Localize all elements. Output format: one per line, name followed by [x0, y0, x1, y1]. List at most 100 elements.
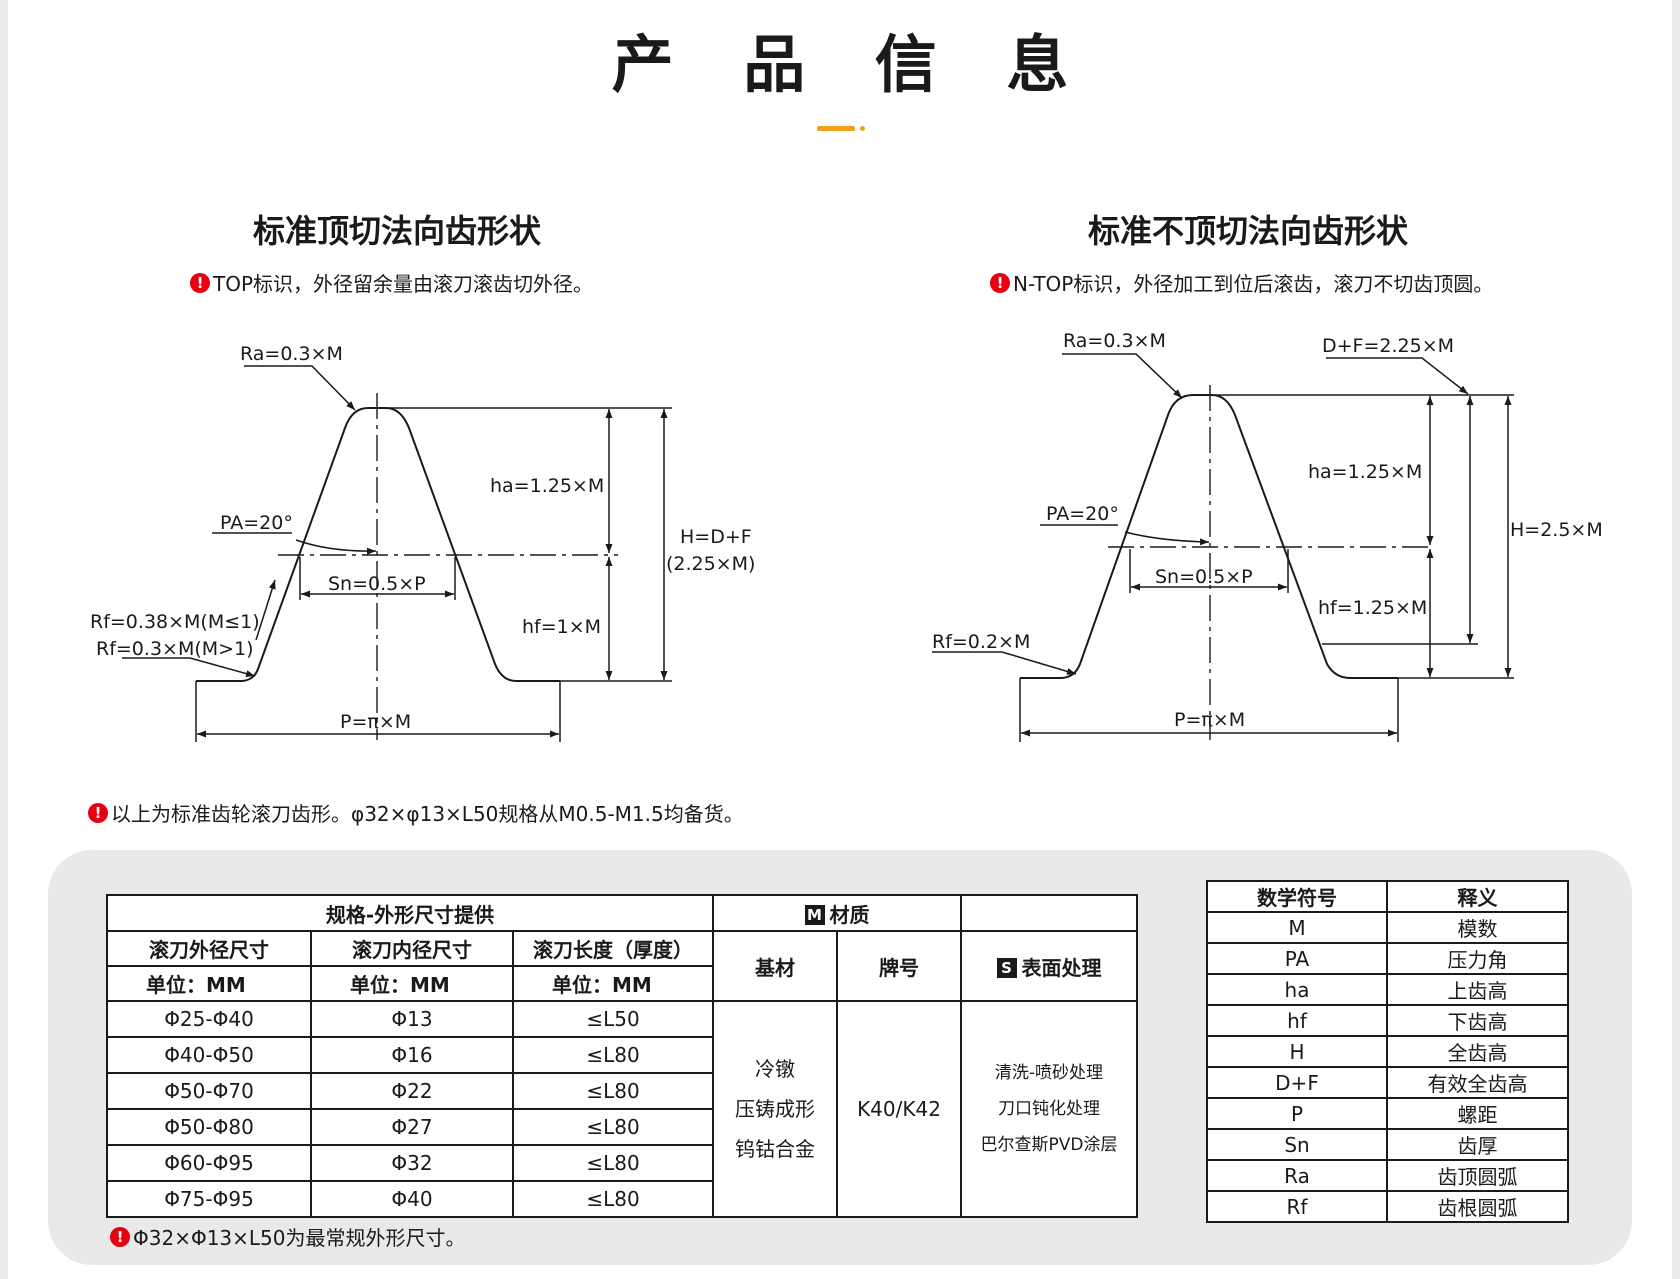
od-cell: Φ75-Φ95 — [106, 1180, 312, 1218]
left-ha-label: ha=1.25×M — [490, 475, 604, 497]
symbol-cell: PA — [1206, 942, 1388, 975]
page-title: 产 品 信 息 — [611, 28, 1093, 101]
surface-line: 刀口钝化处理 — [998, 1099, 1100, 1119]
left-p-label: P=π×M — [340, 711, 411, 733]
right-ra-label: Ra=0.3×M — [1063, 330, 1166, 352]
right-p-label: P=π×M — [1174, 709, 1245, 731]
surface-header-label: 表面处理 — [1021, 955, 1102, 980]
surface-line: 巴尔查斯PVD涂层 — [980, 1135, 1118, 1155]
od-cell: Φ25-Φ40 — [106, 1000, 312, 1038]
col-header-length: 滚刀长度（厚度） — [512, 930, 714, 967]
meaning-cell: 压力角 — [1386, 942, 1569, 975]
stock-note-text: 以上为标准齿轮滚刀齿形。φ32×φ13×L50规格从M0.5-M1.5均备货。 — [111, 802, 744, 826]
left-pa-label: PA=20° — [220, 512, 293, 534]
warning-icon: ! — [110, 1226, 130, 1247]
warning-icon: ! — [88, 802, 108, 823]
right-df-label: D+F=2.25×M — [1322, 335, 1454, 357]
material-letter-icon: M — [804, 904, 825, 925]
unit-length: 单位：MM — [512, 965, 714, 1002]
meaning-cell: 齿厚 — [1386, 1128, 1569, 1161]
left-rf1-label: Rf=0.38×M(M≤1) — [90, 611, 260, 633]
material-header-label: 材质 — [829, 902, 870, 927]
right-ha-label: ha=1.25×M — [1308, 461, 1422, 483]
spec-header-blank — [960, 894, 1138, 932]
left-diagram-note: ! TOP标识，外径留余量由滚刀滚齿切外径。 — [190, 268, 593, 297]
tooth-profile-diagrams: Ra=0.3×M PA=20° ha=1.25×M H=D+F (2.25×M)… — [90, 330, 1603, 742]
length-cell: ≤L80 — [512, 1108, 714, 1146]
meaning-cell: 有效全齿高 — [1386, 1066, 1569, 1099]
od-cell: Φ60-Φ95 — [106, 1144, 312, 1182]
left-ra-label: Ra=0.3×M — [240, 343, 343, 365]
meaning-cell: 模数 — [1386, 911, 1569, 944]
right-note-text: N-TOP标识，外径加工到位后滚齿，滚刀不切齿顶圆。 — [1013, 272, 1494, 296]
symbol-cell: P — [1206, 1097, 1388, 1130]
right-df-leader — [1326, 357, 1469, 395]
od-cell: Φ50-Φ70 — [106, 1072, 312, 1110]
right-ra-leader — [1062, 353, 1183, 399]
left-note-text: TOP标识，外径留余量由滚刀滚齿切外径。 — [213, 272, 594, 296]
id-cell: Φ40 — [310, 1180, 514, 1218]
title-underline — [817, 126, 855, 131]
od-cell: Φ40-Φ50 — [106, 1036, 312, 1074]
spec-footnote: ! Φ32×Φ13×L50为最常规外形尺寸。 — [110, 1222, 466, 1251]
left-diagram-labels: Ra=0.3×M PA=20° ha=1.25×M H=D+F (2.25×M)… — [90, 343, 755, 733]
right-pa-label: PA=20° — [1046, 503, 1119, 525]
symbol-cell: ha — [1206, 973, 1388, 1006]
length-cell: ≤L80 — [512, 1180, 714, 1218]
col-header-od: 滚刀外径尺寸 — [106, 930, 312, 967]
left-h-label: H=D+F — [680, 526, 752, 548]
id-cell: Φ22 — [310, 1072, 514, 1110]
left-diagram-title: 标准顶切法向齿形状 — [252, 212, 541, 250]
right-sn-label: Sn=0.5×P — [1155, 566, 1253, 588]
symbol-cell: Sn — [1206, 1128, 1388, 1161]
symbol-cell: M — [1206, 911, 1388, 944]
length-cell: ≤L80 — [512, 1036, 714, 1074]
right-tooth-diagram — [932, 353, 1514, 742]
unit-od: 单位：MM — [106, 965, 312, 1002]
surface-cell: 清洗-喷砂处理 刀口钝化处理 巴尔查斯PVD涂层 — [960, 1000, 1138, 1218]
left-rf-leader — [122, 657, 256, 677]
id-cell: Φ32 — [310, 1144, 514, 1182]
warning-icon: ! — [190, 272, 210, 293]
col-header-grade: 牌号 — [836, 930, 962, 1002]
base-line: 钨钴合金 — [735, 1137, 815, 1161]
base-line: 压铸成形 — [735, 1097, 815, 1121]
meaning-cell: 全齿高 — [1386, 1035, 1569, 1068]
stock-note: ! 以上为标准齿轮滚刀齿形。φ32×φ13×L50规格从M0.5-M1.5均备货… — [88, 798, 744, 827]
page-edge-left — [0, 0, 8, 1279]
id-cell: Φ16 — [310, 1036, 514, 1074]
warning-icon: ! — [990, 272, 1010, 293]
col-header-base: 基材 — [712, 930, 838, 1002]
unit-id: 单位：MM — [310, 965, 514, 1002]
length-cell: ≤L50 — [512, 1000, 714, 1038]
page-edge-right — [1672, 0, 1680, 1279]
right-hf-label: hf=1.25×M — [1318, 597, 1427, 619]
meaning-cell: 上齿高 — [1386, 973, 1569, 1006]
left-rf2-label: Rf=0.3×M(M>1) — [96, 638, 254, 660]
title-underline-dot — [860, 126, 865, 131]
length-cell: ≤L80 — [512, 1144, 714, 1182]
meaning-cell: 螺距 — [1386, 1097, 1569, 1130]
right-rf-label: Rf=0.2×M — [932, 631, 1030, 653]
left-h2-label: (2.25×M) — [666, 553, 755, 575]
length-cell: ≤L80 — [512, 1072, 714, 1110]
id-cell: Φ27 — [310, 1108, 514, 1146]
right-diagram-title: 标准不顶切法向齿形状 — [1087, 212, 1408, 250]
od-cell: Φ50-Φ80 — [106, 1108, 312, 1146]
base-line: 冷镦 — [755, 1057, 795, 1081]
right-tooth-outline — [1020, 394, 1398, 679]
spec-group-header: 规格-外形尺寸提供 — [106, 894, 714, 932]
col-header-id: 滚刀内径尺寸 — [310, 930, 514, 967]
left-ra-leader — [244, 365, 356, 411]
meaning-cell: 齿顶圆弧 — [1386, 1159, 1569, 1192]
symbol-cell: Rf — [1206, 1190, 1388, 1223]
meaning-cell: 下齿高 — [1386, 1004, 1569, 1037]
symbol-cell: D+F — [1206, 1066, 1388, 1099]
meaning-cell: 齿根圆弧 — [1386, 1190, 1569, 1223]
symbol-cell: hf — [1206, 1004, 1388, 1037]
symbol-header: 数学符号 — [1206, 880, 1388, 913]
symbol-cell: Ra — [1206, 1159, 1388, 1192]
